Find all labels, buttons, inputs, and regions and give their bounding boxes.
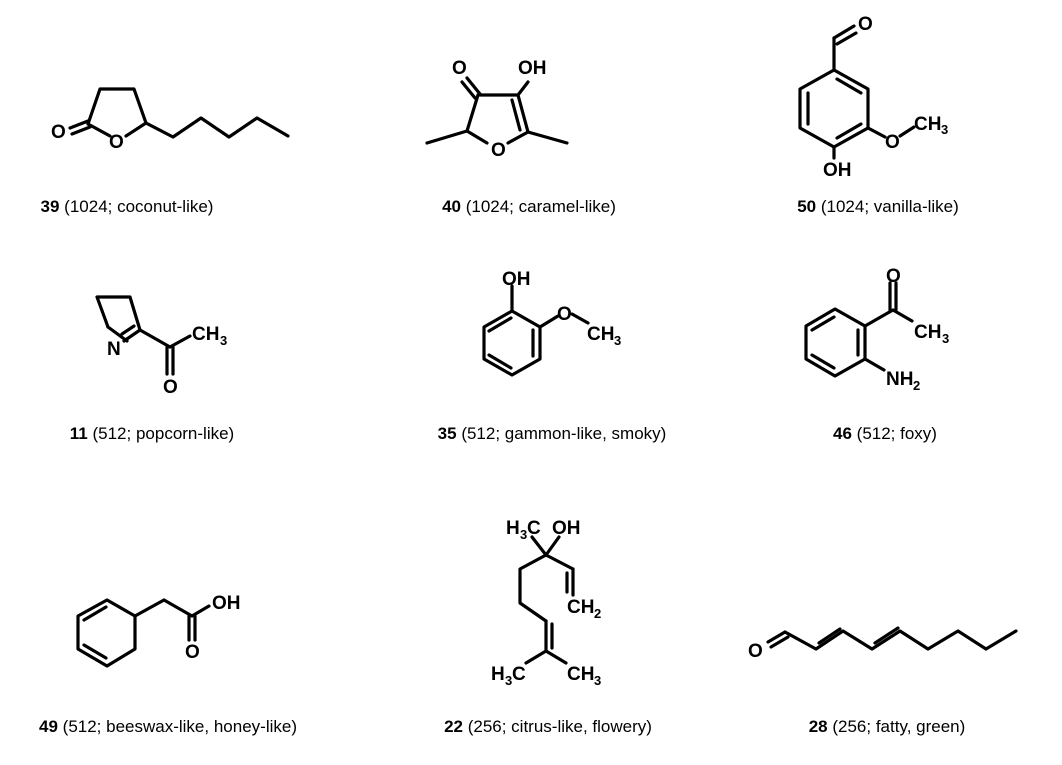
atom-subscript: 3: [942, 331, 949, 346]
atom-label: O: [491, 140, 506, 161]
atom-label: CH: [914, 322, 941, 343]
atom-subscript: 2: [594, 606, 601, 621]
atom-label: O: [885, 132, 900, 153]
atom-label: CH: [587, 324, 614, 345]
caption-49: 49 (512; beeswax-like, honey-like): [39, 717, 297, 737]
compound-description: (1024; vanilla-like): [816, 197, 959, 216]
atom-label: OH: [823, 160, 852, 181]
atom-subscript: 3: [941, 122, 948, 137]
compound-40: O OH O 40 (1024; caramel-like): [354, 0, 708, 240]
compound-11: N CH 3 O: [0, 250, 354, 490]
compound-number: 49: [39, 717, 58, 736]
atom-subscript: 3: [505, 673, 512, 688]
compound-number: 28: [808, 717, 828, 736]
atom-label: NH: [886, 369, 913, 390]
atom-label: OH: [552, 518, 581, 539]
compound-number: 35: [437, 424, 457, 443]
structure-50: O O CH 3 OH: [798, 14, 948, 181]
compound-description: (1024; caramel-like): [460, 197, 616, 216]
structure-49: OH O: [76, 593, 241, 668]
structure-40: O OH O: [425, 58, 569, 161]
compound-22: H 3 C OH CH 2 H 3 C CH 3: [354, 500, 708, 765]
caption-35: 35 (512; gammon-like, smoky): [438, 424, 667, 444]
compound-number: 40: [442, 197, 461, 216]
atom-label: C: [527, 518, 541, 539]
structure-35: OH O CH 3: [482, 269, 621, 377]
atom-label: OH: [518, 58, 547, 79]
atom-label: H: [491, 664, 505, 685]
atom-subscript: 3: [614, 333, 621, 348]
compound-number: 39: [40, 197, 60, 216]
atom-label: N: [107, 339, 121, 360]
caption-39: 39 (1024; coconut-like): [41, 197, 214, 217]
atom-subscript: 3: [594, 673, 601, 688]
structure-39: O O: [51, 87, 290, 153]
caption-40: 40 (1024; caramel-like): [442, 197, 616, 217]
compound-number: 46: [833, 424, 852, 443]
compound-50: O O CH 3 OH 50 (1024; vanilla-like): [708, 0, 1062, 240]
atom-label: OH: [502, 269, 531, 290]
structure-11: N CH 3 O: [95, 295, 227, 398]
atom-label: O: [185, 642, 200, 663]
compound-description: (512; popcorn-like): [87, 424, 235, 443]
compound-number: 50: [797, 197, 817, 216]
atom-label: CH: [567, 597, 594, 618]
compound-description: (256; fatty, green): [827, 717, 966, 736]
caption-11: 11 (512; popcorn-like): [70, 424, 234, 444]
compound-35: OH O CH 3: [354, 250, 708, 490]
atom-label: C: [512, 664, 526, 685]
atom-subscript: 3: [220, 333, 227, 348]
atom-subscript: 2: [913, 378, 920, 393]
compound-46: O CH 3 NH 2: [708, 250, 1062, 490]
caption-28: 28 (256; fatty, green): [809, 717, 966, 737]
atom-label: O: [51, 122, 66, 143]
atom-label: CH: [914, 114, 941, 135]
compound-28: O: [708, 500, 1062, 765]
atom-subscript: 3: [520, 527, 527, 542]
atom-label: CH: [192, 324, 219, 345]
atom-label: O: [163, 377, 178, 398]
compound-number: 22: [444, 717, 463, 736]
caption-46: 46 (512; foxy): [833, 424, 937, 444]
compound-description: (256; citrus-like, flowery): [462, 717, 652, 736]
atom-label: O: [748, 641, 763, 662]
compound-description: (1024; coconut-like): [59, 197, 214, 216]
compound-49: OH O: [0, 500, 354, 765]
caption-22: 22 (256; citrus-like, flowery): [444, 717, 652, 737]
atom-label: O: [886, 266, 901, 287]
atom-label: O: [452, 58, 467, 79]
atom-label: O: [858, 14, 873, 35]
atom-label: O: [557, 304, 572, 325]
atom-label: OH: [212, 593, 241, 614]
atom-label: H: [506, 518, 520, 539]
structure-22: H 3 C OH CH 2 H 3 C CH 3: [491, 518, 601, 688]
compound-number: 11: [69, 424, 88, 443]
structure-28: O: [748, 626, 1018, 662]
atom-label: CH: [567, 664, 594, 685]
compound-39: O O 39 (1024; coconut-like): [0, 0, 354, 240]
atom-label: O: [109, 132, 124, 153]
compound-description: (512; beeswax-like, honey-like): [57, 717, 297, 736]
caption-50: 50 (1024; vanilla-like): [797, 197, 959, 217]
structure-46: O CH 3 NH 2: [804, 266, 949, 393]
compound-description: (512; gammon-like, smoky): [456, 424, 667, 443]
compound-description: (512; foxy): [851, 424, 937, 443]
